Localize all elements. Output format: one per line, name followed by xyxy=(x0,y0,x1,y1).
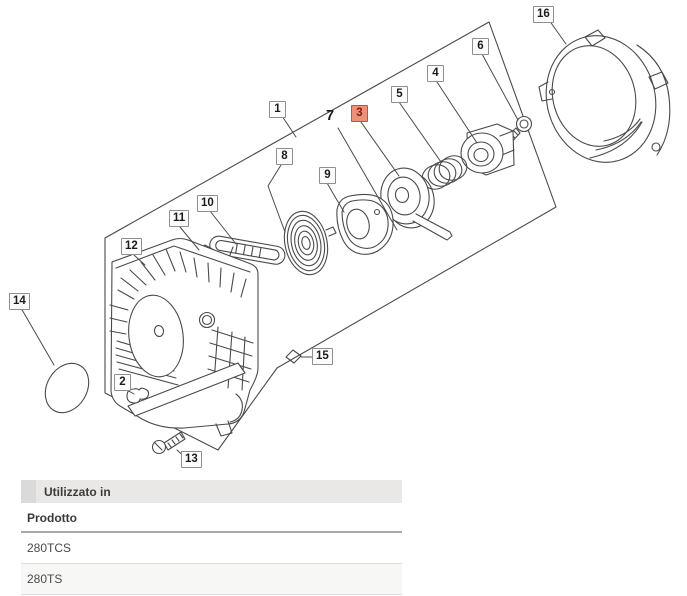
part-12-housing-drawing xyxy=(109,237,259,437)
part-label-7: 7 xyxy=(326,108,335,124)
product-row-280TS[interactable]: 280TS xyxy=(21,564,402,595)
leader-lines xyxy=(20,19,567,459)
part-label-12[interactable]: 12 xyxy=(121,238,142,255)
diagram-canvas xyxy=(20,19,671,459)
part-label-14[interactable]: 14 xyxy=(9,293,30,310)
part-label-8[interactable]: 8 xyxy=(276,148,293,165)
part-label-6[interactable]: 6 xyxy=(472,38,489,55)
product-row-280TCS[interactable]: 280TCS xyxy=(21,533,402,564)
part-8-rotor-drawing xyxy=(283,210,337,276)
used-in-table-header: Utilizzato in xyxy=(21,480,402,503)
part-label-10[interactable]: 10 xyxy=(197,195,218,212)
part-label-1[interactable]: 1 xyxy=(269,101,286,118)
table-header-block xyxy=(21,480,36,503)
part-15-washer-drawing xyxy=(285,349,302,364)
part-label-4[interactable]: 4 xyxy=(427,65,444,82)
part-16-cover-drawing xyxy=(538,29,671,163)
assembly-outline xyxy=(104,21,557,451)
part-9-plate-drawing xyxy=(336,193,394,255)
part-label-2[interactable]: 2 xyxy=(114,374,131,391)
part-label-16[interactable]: 16 xyxy=(533,6,554,23)
part-3-pulley-drawing xyxy=(380,167,453,241)
part-14-ring-drawing xyxy=(44,362,90,414)
used-in-title: Utilizzato in xyxy=(44,484,111,499)
part-7-bar-drawing xyxy=(412,213,453,241)
part-label-13[interactable]: 13 xyxy=(181,451,202,468)
part-6-screw-drawing xyxy=(503,115,533,146)
part-13-screw-drawing xyxy=(151,431,186,455)
part-label-5[interactable]: 5 xyxy=(391,86,408,103)
part-label-15[interactable]: 15 xyxy=(312,348,333,365)
column-header-product: Prodotto xyxy=(21,503,402,533)
part-label-11[interactable]: 11 xyxy=(169,210,190,227)
part-2-clip-drawing xyxy=(126,387,150,404)
part-label-9[interactable]: 9 xyxy=(319,167,336,184)
part-4-hub-drawing xyxy=(460,123,515,176)
part-label-3[interactable]: 3 xyxy=(351,105,368,122)
